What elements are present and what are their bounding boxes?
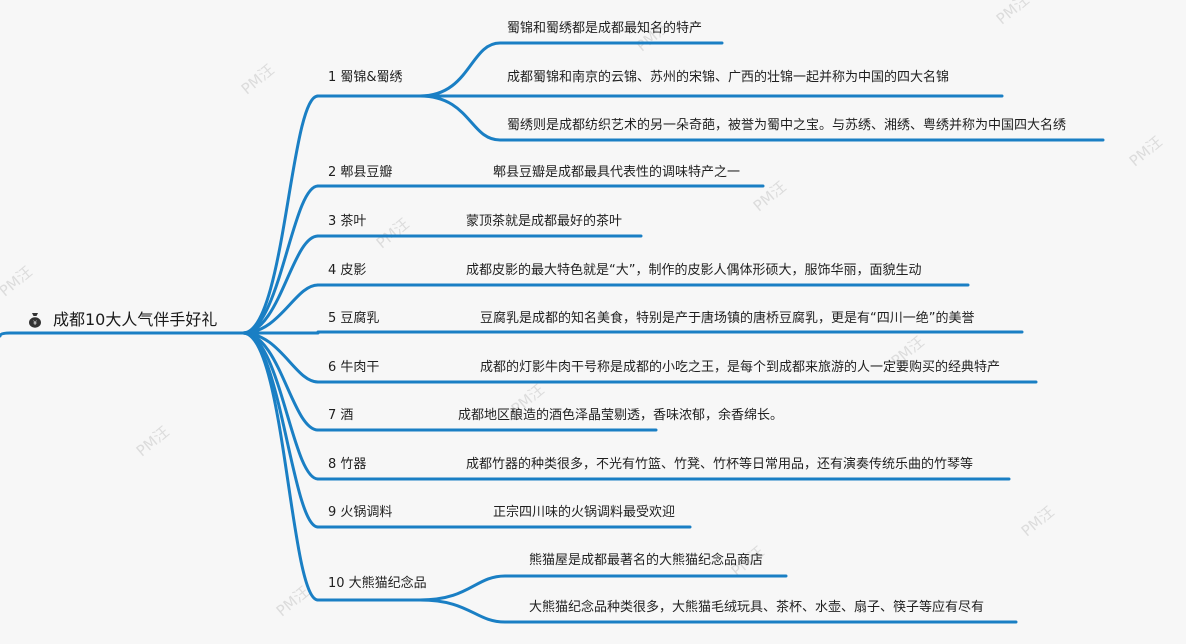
branch-node-2[interactable]: 2 郫县豆瓣 [328,165,393,180]
root-label: 成都10大人气伴手好礼 [53,310,218,329]
branch-node-7[interactable]: 7 酒 [328,408,354,423]
branch-node-6[interactable]: 6 牛肉干 [328,360,380,375]
leaf-node[interactable]: 大熊猫纪念品种类很多，大熊猫毛绒玩具、茶杯、水壶、扇子、筷子等应有尽有 [529,600,985,615]
leaf-node[interactable]: 豆腐乳是成都的知名美食，特别是产于唐场镇的唐桥豆腐乳，更是有“四川一绝”的美誉 [480,311,975,326]
svg-text:¥: ¥ [33,320,37,327]
leaf-node[interactable]: 成都竹器的种类很多，不光有竹篮、竹凳、竹杯等日常用品，还有演奏传统乐曲的竹琴等 [466,457,974,472]
branch-node-8[interactable]: 8 竹器 [328,457,367,472]
leaf-node[interactable]: 熊猫屋是成都最著名的大熊猫纪念品商店 [529,553,764,568]
leaf-node[interactable]: 成都蜀锦和南京的云锦、苏州的宋锦、广西的壮锦一起并称为中国的四大名锦 [507,70,950,85]
branch-node-10[interactable]: 10 大熊猫纪念品 [328,576,427,591]
branch-node-1[interactable]: 1 蜀锦&蜀绣 [328,70,403,85]
leaf-node[interactable]: 正宗四川味的火锅调料最受欢迎 [493,505,676,520]
leaf-node[interactable]: 蒙顶茶就是成都最好的茶叶 [466,214,623,229]
branch-node-9[interactable]: 9 火锅调料 [328,505,393,520]
money-bag-icon: ¥ [29,313,41,328]
leaf-node[interactable]: 成都皮影的最大特色就是“大”，制作的皮影人偶体形硕大，服饰华丽，面貌生动 [466,263,922,278]
leaf-node[interactable]: 成都地区酿造的酒色泽晶莹剔透，香味浓郁，余香绵长。 [458,408,784,423]
leaf-node[interactable]: 蜀绣则是成都纺织艺术的另一朵奇葩，被誉为蜀中之宝。与苏绣、湘绣、粤绣并称为中国四… [507,118,1067,133]
leaf-node[interactable]: 蜀锦和蜀绣都是成都最知名的特产 [507,21,703,36]
branch-node-5[interactable]: 5 豆腐乳 [328,311,380,326]
branch-node-4[interactable]: 4 皮影 [328,263,367,278]
leaf-node[interactable]: 成都的灯影牛肉干号称是成都的小吃之王，是每个到成都来旅游的人一定要购买的经典特产 [480,360,1001,375]
leaf-node[interactable]: 郫县豆瓣是成都最具代表性的调味特产之一 [493,165,741,180]
branch-node-3[interactable]: 3 茶叶 [328,214,367,229]
